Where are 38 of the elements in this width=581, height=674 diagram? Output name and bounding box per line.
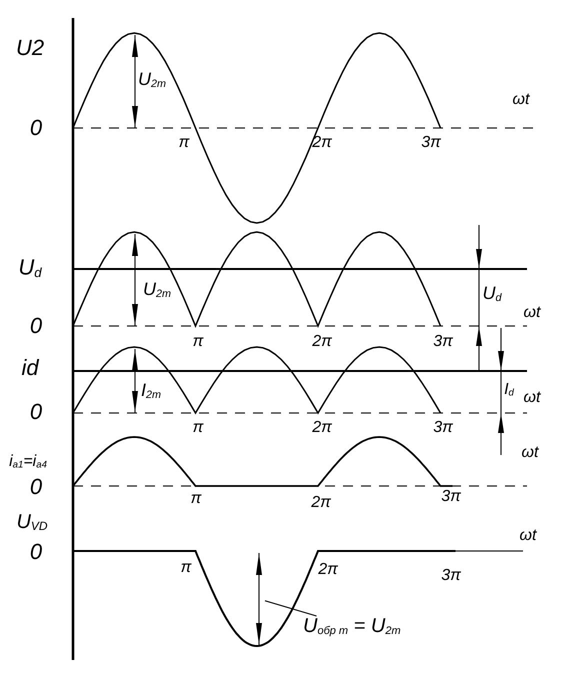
axis-label: I$_{2m}$: [141, 381, 161, 401]
axis-label: ωt: [524, 390, 540, 406]
axis-label: U2: [16, 37, 44, 59]
axis-label: 3π: [441, 489, 461, 505]
axis-label: U$_{VD}$: [16, 512, 48, 532]
axis-label: 0: [30, 117, 42, 139]
axis-label: ωt: [524, 305, 540, 321]
axis-label: π: [192, 420, 204, 436]
axis-label: 3π: [421, 135, 441, 151]
axis-label: 0: [30, 401, 42, 423]
axis-label: π: [192, 334, 204, 350]
axis-label: U$_{2m}$: [143, 280, 171, 300]
axis-label: ωt: [512, 92, 530, 108]
axis-label: U$_{d}$: [482, 284, 502, 304]
axis-label: ωt: [522, 445, 538, 461]
dimension-arrow: [253, 551, 265, 647]
axis-label: 0: [30, 541, 42, 563]
axis-label: π: [190, 491, 202, 507]
axis-label: U$_{2m}$: [138, 70, 166, 90]
axis-label: I$_{d}$: [504, 382, 514, 398]
axis-label: 3π: [433, 334, 453, 350]
axis-label: 2π: [312, 420, 332, 436]
axis-label: 2π: [318, 562, 338, 578]
axis-label: i$_{a1}$=i$_{a4}$: [9, 454, 47, 470]
axis-label: 0: [30, 476, 42, 498]
axis-label: 2π: [312, 334, 332, 350]
axis-label: id: [21, 357, 39, 379]
axis-label: 3π: [441, 568, 461, 584]
formula-label: U$_{обр m}$ = U$_{2m}$: [303, 615, 401, 637]
axis-label: π: [180, 560, 192, 576]
leader-line: [264, 600, 317, 616]
axis-label: ωt: [520, 528, 536, 544]
axis-label: U$_{d}$: [18, 256, 42, 280]
axis-label: 2π: [311, 495, 331, 511]
axis-label: π: [178, 135, 190, 151]
axis-label: 2π: [312, 135, 332, 151]
axis-label: 0: [30, 315, 42, 337]
axis-label: 3π: [433, 420, 453, 436]
